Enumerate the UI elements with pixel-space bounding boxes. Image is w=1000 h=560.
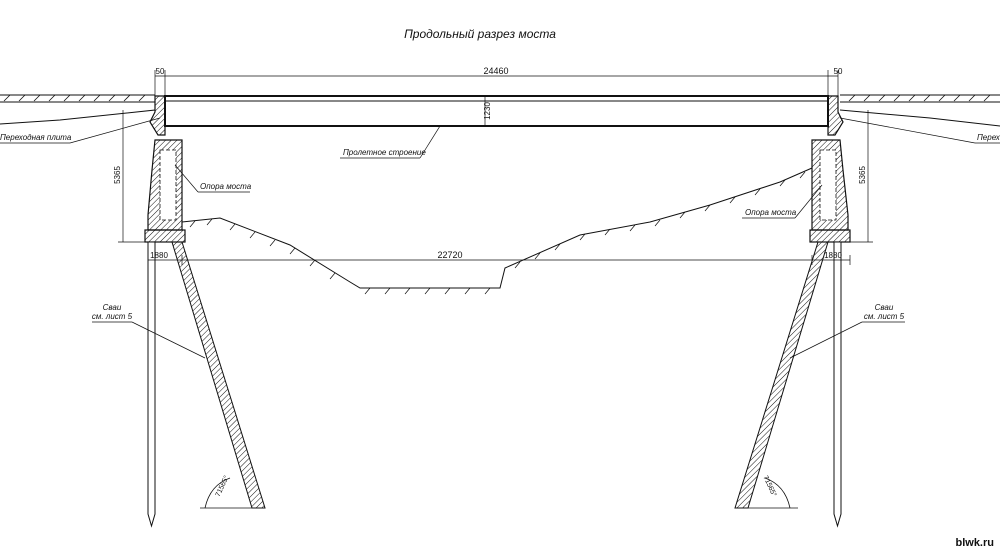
ground-left bbox=[0, 94, 156, 125]
dimension-lines bbox=[118, 70, 873, 265]
leader-lines bbox=[0, 117, 1000, 359]
dim-gap-left: 50 bbox=[156, 67, 165, 76]
label-pier-left: Опора моста bbox=[200, 182, 252, 191]
dim-pier-height-right: 5365 bbox=[858, 166, 867, 184]
dim-gap-right: 50 bbox=[834, 67, 843, 76]
label-superstructure: Пролетное строение bbox=[343, 148, 426, 157]
watermark: blwk.ru bbox=[955, 537, 994, 549]
riverbed-profile bbox=[181, 167, 813, 295]
superstructure-deck bbox=[164, 95, 829, 127]
piles-right bbox=[734, 241, 842, 528]
dim-span-total: 24460 bbox=[483, 66, 508, 76]
label-piles-left-2: см. лист 5 bbox=[92, 312, 133, 321]
ground-right bbox=[839, 94, 1000, 127]
dim-deck-depth: 1230 bbox=[483, 102, 492, 120]
label-angle-right: 71565° bbox=[761, 474, 778, 498]
pier-right bbox=[809, 139, 851, 243]
label-piles-right-1: Сваи bbox=[875, 303, 894, 312]
dim-clear-span: 22720 bbox=[437, 250, 462, 260]
pier-left bbox=[144, 139, 186, 243]
dim-footing-left: 1880 bbox=[150, 251, 168, 260]
dim-footing-right: 1880 bbox=[824, 251, 842, 260]
angle-arcs bbox=[200, 477, 798, 509]
label-transition-slab-right: Перех bbox=[977, 133, 1000, 142]
label-transition-slab-left: Переходная плита bbox=[0, 133, 72, 142]
piles-left bbox=[147, 241, 266, 528]
label-pier-right: Опора моста bbox=[745, 208, 797, 217]
label-piles-right-2: см. лист 5 bbox=[864, 312, 905, 321]
label-piles-left-1: Сваи bbox=[103, 303, 122, 312]
drawing-title: Продольный разрез моста bbox=[404, 27, 556, 41]
dim-pier-height-left: 5365 bbox=[113, 166, 122, 184]
